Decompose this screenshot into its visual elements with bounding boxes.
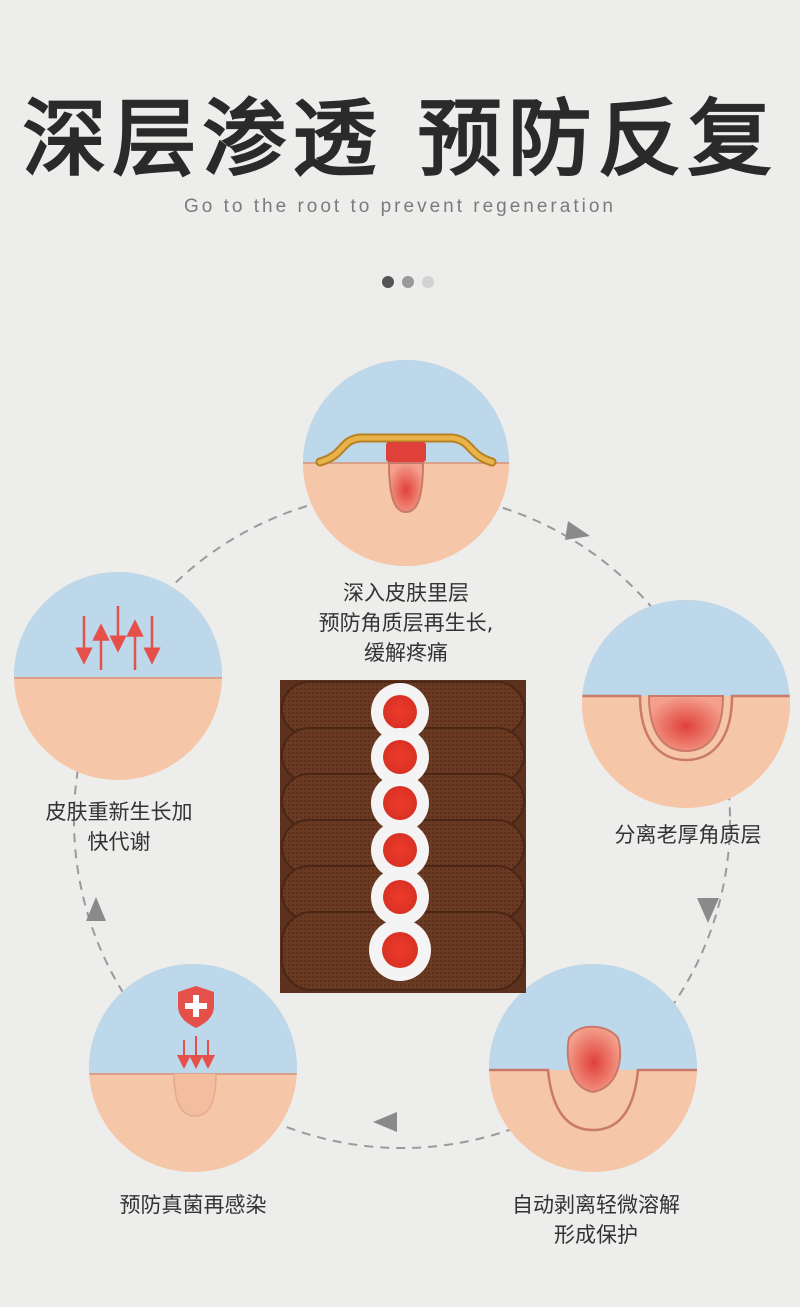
callus-separation-icon — [582, 600, 790, 808]
step-label-separate: 分离老厚角质层 — [614, 823, 762, 847]
cycle-arrow-icon — [697, 898, 719, 923]
callus-peeling-icon — [489, 964, 697, 1172]
carousel-dot[interactable] — [402, 276, 414, 288]
shield-protection-icon — [89, 964, 297, 1172]
carousel-dot[interactable] — [382, 276, 394, 288]
carousel-indicator — [382, 276, 434, 288]
cycle-dashed-ring — [73, 491, 731, 1149]
page-title: 深层渗透 预防反复 — [22, 90, 778, 188]
cycle-arrow-icon — [86, 897, 106, 921]
skin-regrowth-arrows-icon — [14, 572, 222, 780]
cycle-arrow-icon — [565, 521, 590, 540]
step-label-protect: 预防真菌再感染 — [119, 1193, 267, 1217]
corn-plaster-stack-icon — [280, 680, 526, 993]
step-label-regrow: 皮肤重新生长加 快代谢 — [45, 800, 193, 854]
step-label-peel: 自动剥离轻微溶解 形成保护 — [512, 1193, 680, 1247]
page-subtitle: Go to the root to prevent regeneration — [184, 196, 616, 217]
carousel-dot[interactable] — [422, 276, 434, 288]
skin-patch-penetration-icon — [303, 360, 509, 566]
cycle-arrow-icon — [373, 1112, 397, 1132]
step-label-penetrate: 深入皮肤里层 预防角质层再生长, 缓解疼痛 — [318, 581, 494, 665]
